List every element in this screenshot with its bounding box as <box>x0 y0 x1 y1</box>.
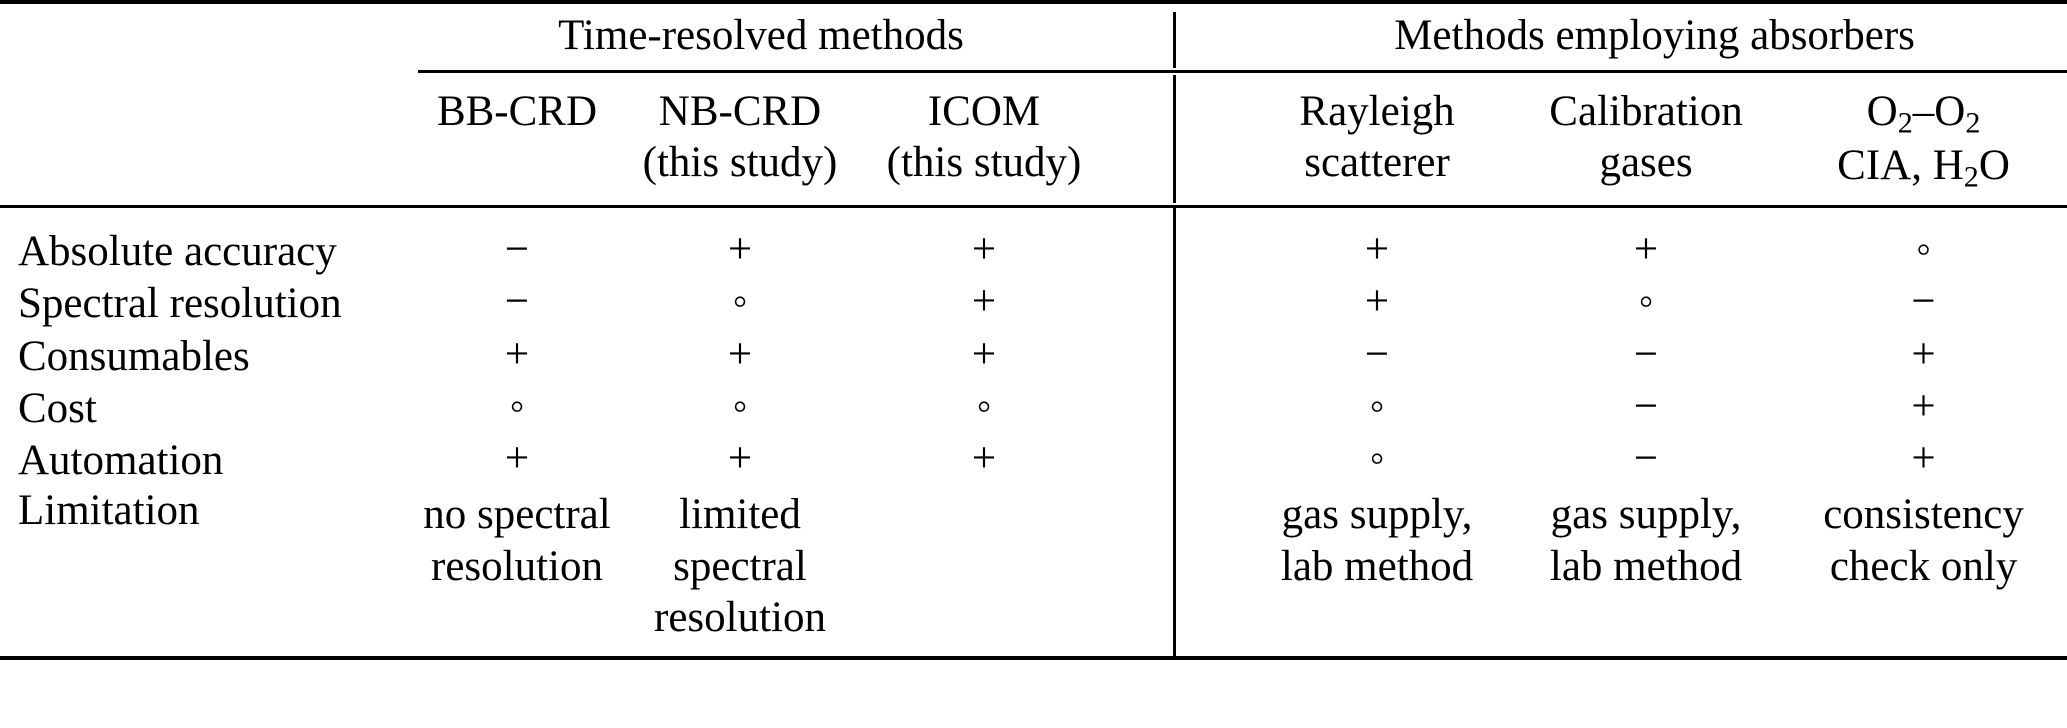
cell-limitation-bb-crd: no spectral resolution <box>418 486 616 660</box>
table-row: Spectral resolution − ◦ + + ◦ − <box>0 278 2067 331</box>
column-header-bb-crd-title: BB-CRD <box>436 88 598 136</box>
column-header-icom: ICOM (this study) <box>864 70 1105 207</box>
row-label-consumables: Consumables <box>18 332 250 380</box>
cell-absolute-accuracy-rayleigh: + <box>1242 205 1513 279</box>
cell-absolute-accuracy-bb-crd: − <box>418 205 616 279</box>
row-divider <box>1104 434 1242 487</box>
table-row-limitation: Limitation no spectral resolution limite… <box>0 486 2067 660</box>
limitation-line: check only <box>1829 542 2018 590</box>
cell-limitation-rayleigh: gas supply, lab method <box>1242 486 1513 660</box>
cell-absolute-accuracy-calibration: + <box>1512 205 1781 279</box>
cell-spectral-resolution-bb-crd: − <box>504 278 530 326</box>
table-row: Consumables + + + − − + <box>0 330 2067 383</box>
cell-absolute-accuracy-o2-o2: ◦ <box>1780 205 2067 279</box>
row-label-limitation: Limitation <box>0 486 418 660</box>
cell-spectral-resolution-o2-o2: − <box>1911 278 1936 326</box>
cell-absolute-accuracy-icom: + <box>864 205 1105 279</box>
column-header-calibration-gases: Calibration gases <box>1512 70 1781 207</box>
vertical-divider-line <box>1173 330 1177 383</box>
column-header-rayleigh: Rayleigh scatterer <box>1242 70 1513 207</box>
column-header-calibration-title: Calibration <box>1549 88 1743 136</box>
limitation-line: gas supply, <box>1281 490 1473 538</box>
cell-limitation-nb-crd: limited spectral resolution <box>616 486 864 660</box>
cell-cost-rayleigh: ◦ <box>1369 382 1385 430</box>
row-label-absolute-accuracy: Absolute accuracy <box>0 205 418 279</box>
limitation-line: no spectral <box>423 490 611 538</box>
group-header-absorbers: Methods employing absorbers <box>1242 0 2067 72</box>
cell-automation-icom: + <box>971 434 997 482</box>
column-header-nb-crd-sub: (this study) <box>642 138 838 186</box>
vertical-divider-line <box>1173 12 1177 69</box>
cell-cost-bb-crd: ◦ <box>509 382 525 430</box>
column-header-nb-crd-title: NB-CRD <box>658 88 822 136</box>
column-header-divider <box>1104 70 1243 207</box>
column-header-icom-sub: (this study) <box>886 138 1082 186</box>
cell-limitation-icom <box>864 486 1105 660</box>
group-header-row: Time-resolved methods Methods employing … <box>0 0 2067 72</box>
cell-automation-nb-crd: + <box>727 434 753 482</box>
limitation-line: consistency <box>1823 490 2024 538</box>
limitation-line: limited <box>679 490 801 538</box>
row-divider <box>1104 205 1243 279</box>
column-header-o2-o2-title: O2–O2 <box>1866 88 1981 140</box>
column-header-calibration-sub: gases <box>1599 138 1693 186</box>
vertical-divider-line <box>1173 75 1177 204</box>
cell-consumables-o2-o2: + <box>1911 330 1936 378</box>
table-row: Cost ◦ ◦ ◦ ◦ − + <box>0 382 2067 435</box>
column-header-corner-spacer <box>0 72 418 207</box>
vertical-divider-line <box>1173 486 1177 656</box>
column-header-bb-crd: BB-CRD <box>418 70 616 207</box>
row-label-automation: Automation <box>18 436 224 484</box>
column-header-o2-o2: O2–O2 CIA, H2O <box>1780 70 2067 207</box>
cell-cost-o2-o2: + <box>1911 382 1936 430</box>
cell-consumables-rayleigh: − <box>1364 330 1390 378</box>
cell-spectral-resolution-calibration: ◦ <box>1638 278 1654 326</box>
vertical-divider-line <box>1173 382 1177 435</box>
table-row: Absolute accuracy − + + + + ◦ <box>0 205 2067 279</box>
limitation-line: resolution <box>431 542 603 590</box>
limitation-line: spectral <box>673 542 807 590</box>
cell-cost-nb-crd: ◦ <box>732 382 748 430</box>
row-label-cost: Cost <box>18 384 97 432</box>
column-header-o2-o2-sub: CIA, H2O <box>1837 142 2010 194</box>
cell-limitation-calibration: gas supply, lab method <box>1512 486 1781 660</box>
row-label-spectral-resolution: Spectral resolution <box>18 280 342 328</box>
cell-consumables-icom: + <box>971 330 997 378</box>
table-row: Automation + + + ◦ − + <box>0 434 2067 487</box>
limitation-line: lab method <box>1280 542 1474 590</box>
vertical-divider-line <box>1173 208 1177 279</box>
column-header-row: BB-CRD NB-CRD (this study) ICOM (this st… <box>0 70 2067 207</box>
column-header-rayleigh-title: Rayleigh <box>1299 88 1455 136</box>
cell-limitation-o2-o2: consistency check only <box>1780 486 2067 660</box>
cell-cost-icom: ◦ <box>976 382 992 430</box>
column-header-icom-title: ICOM <box>927 88 1041 136</box>
vertical-divider-line <box>1173 434 1177 487</box>
row-divider <box>1104 330 1242 383</box>
group-header-time-resolved: Time-resolved methods <box>418 0 1105 72</box>
group-divider-top <box>1104 0 1243 72</box>
limitation-line: gas supply, <box>1550 490 1742 538</box>
column-header-nb-crd: NB-CRD (this study) <box>616 70 864 207</box>
cell-cost-calibration: − <box>1633 382 1659 430</box>
cell-consumables-nb-crd: + <box>727 330 753 378</box>
cell-spectral-resolution-icom: + <box>971 278 997 326</box>
row-divider <box>1104 382 1242 435</box>
cell-automation-rayleigh: ◦ <box>1369 434 1385 482</box>
cell-consumables-bb-crd: + <box>504 330 530 378</box>
cell-spectral-resolution-rayleigh: + <box>1364 278 1390 326</box>
column-header-rayleigh-sub: scatterer <box>1304 138 1450 186</box>
limitation-line: resolution <box>654 594 826 642</box>
row-divider <box>1104 278 1242 331</box>
cell-spectral-resolution-nb-crd: ◦ <box>732 278 748 326</box>
row-divider-limitation <box>1104 486 1243 660</box>
cell-automation-o2-o2: + <box>1911 434 1936 482</box>
methods-comparison-table: Time-resolved methods Methods employing … <box>0 0 2067 660</box>
vertical-divider-line <box>1173 278 1177 331</box>
cell-automation-calibration: − <box>1633 434 1659 482</box>
cell-absolute-accuracy-nb-crd: + <box>616 205 864 279</box>
cell-consumables-calibration: − <box>1633 330 1659 378</box>
cell-automation-bb-crd: + <box>504 434 530 482</box>
group-header-corner-spacer <box>0 0 418 72</box>
limitation-line: lab method <box>1549 542 1743 590</box>
